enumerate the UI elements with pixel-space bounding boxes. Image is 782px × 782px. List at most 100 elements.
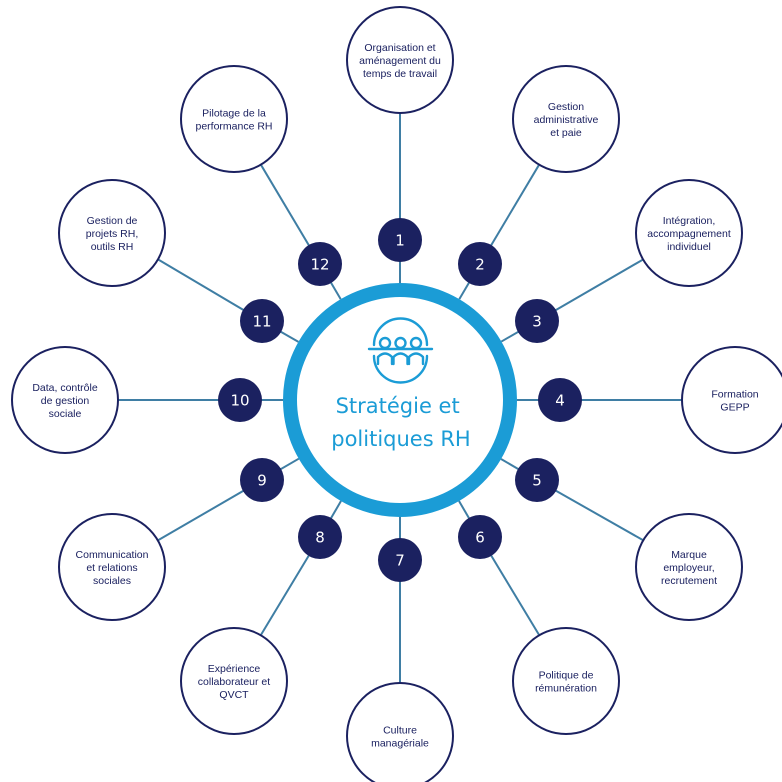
outer-label-2-line-2: administrative (534, 114, 599, 126)
outer-circle-2 (512, 65, 620, 173)
number-badge-circle-8 (298, 515, 342, 559)
outer-label-3-line-3: individuel (667, 241, 711, 253)
outer-label-2-line-1: Gestion (548, 101, 584, 113)
outer-circle-10 (11, 346, 119, 454)
number-badge-label-8: 8 (315, 529, 325, 547)
number-badge-3: 3 (515, 299, 559, 343)
center-ring (283, 283, 517, 517)
number-badge-label-11: 11 (252, 313, 271, 331)
outer-label-9-line-2: et relations (86, 562, 137, 574)
outer-circle-11 (58, 179, 166, 287)
outer-label-7-line-2: managériale (371, 738, 429, 750)
outer-label-12-line-2: performance RH (195, 121, 272, 133)
number-badge-2: 2 (458, 242, 502, 286)
number-badge-1: 1 (378, 218, 422, 262)
number-badge-circle-12 (298, 242, 342, 286)
number-badge-label-4: 4 (555, 392, 565, 410)
number-badge-6: 6 (458, 515, 502, 559)
number-badge-circle-6 (458, 515, 502, 559)
outer-label-12-line-1: Pilotage de la (202, 108, 266, 120)
number-badge-circle-11 (240, 299, 284, 343)
outer-label-5-line-2: employeur, (663, 562, 714, 574)
number-badge-12: 12 (298, 242, 342, 286)
number-badge-label-12: 12 (310, 256, 329, 274)
number-badge-label-1: 1 (395, 232, 405, 250)
number-badge-label-2: 2 (475, 256, 485, 274)
outer-circle-6 (512, 627, 620, 735)
outer-circle-8 (180, 627, 288, 735)
outer-circle-9 (58, 513, 166, 621)
number-badge-5: 5 (515, 458, 559, 502)
number-badge-label-7: 7 (395, 552, 405, 570)
outer-label-11-line-2: projets RH, (86, 228, 139, 240)
outer-label-5-line-3: recrutement (661, 575, 717, 587)
number-badge-7: 7 (378, 538, 422, 582)
number-badge-8: 8 (298, 515, 342, 559)
number-badge-label-6: 6 (475, 529, 485, 547)
outer-label-10-line-2: de gestion (41, 395, 90, 407)
outer-label-2-line-3: et paie (550, 127, 582, 139)
outer-circle-4 (681, 346, 782, 454)
outer-label-11-line-3: outils RH (91, 241, 134, 253)
number-badge-circle-4 (538, 378, 582, 422)
outer-label-8-line-1: Expérience (208, 663, 261, 675)
outer-label-3-line-2: accompagnement (647, 228, 731, 240)
number-badge-4: 4 (538, 378, 582, 422)
outer-label-9-line-1: Communication (76, 549, 149, 561)
outer-label-6-line-1: Politique de (539, 670, 594, 682)
outer-label-6-line-2: rémunération (535, 683, 597, 695)
outer-circle-1 (346, 6, 454, 114)
center-title-line-2: politiques RH (331, 427, 470, 451)
number-badge-circle-7 (378, 538, 422, 582)
outer-circle-7 (346, 682, 454, 782)
center-title: Stratégie et politiques RH (331, 394, 470, 451)
outer-label-8-line-3: QVCT (219, 689, 249, 701)
number-badge-9: 9 (240, 458, 284, 502)
number-badge-circle-1 (378, 218, 422, 262)
center-title-line-1: Stratégie et (336, 394, 460, 418)
number-badge-label-5: 5 (532, 472, 542, 490)
number-badge-circle-5 (515, 458, 559, 502)
number-badge-circle-10 (218, 378, 262, 422)
outer-label-9-line-3: sociales (93, 575, 131, 587)
outer-label-1-line-2: aménagement du (359, 55, 441, 67)
number-badge-circle-9 (240, 458, 284, 502)
outer-circle-5 (635, 513, 743, 621)
outer-circle-12 (180, 65, 288, 173)
number-badge-circle-3 (515, 299, 559, 343)
outer-label-8-line-2: collaborateur et (198, 676, 270, 688)
outer-label-7-line-1: Culture (383, 725, 417, 737)
outer-circle-3 (635, 179, 743, 287)
number-badge-label-3: 3 (532, 313, 542, 331)
number-badge-11: 11 (240, 299, 284, 343)
outer-label-5-line-1: Marque (671, 549, 707, 561)
outer-label-1-line-3: temps de travail (363, 68, 437, 80)
number-badge-label-9: 9 (257, 472, 267, 490)
outer-label-10-line-1: Data, contrôle (32, 382, 98, 394)
